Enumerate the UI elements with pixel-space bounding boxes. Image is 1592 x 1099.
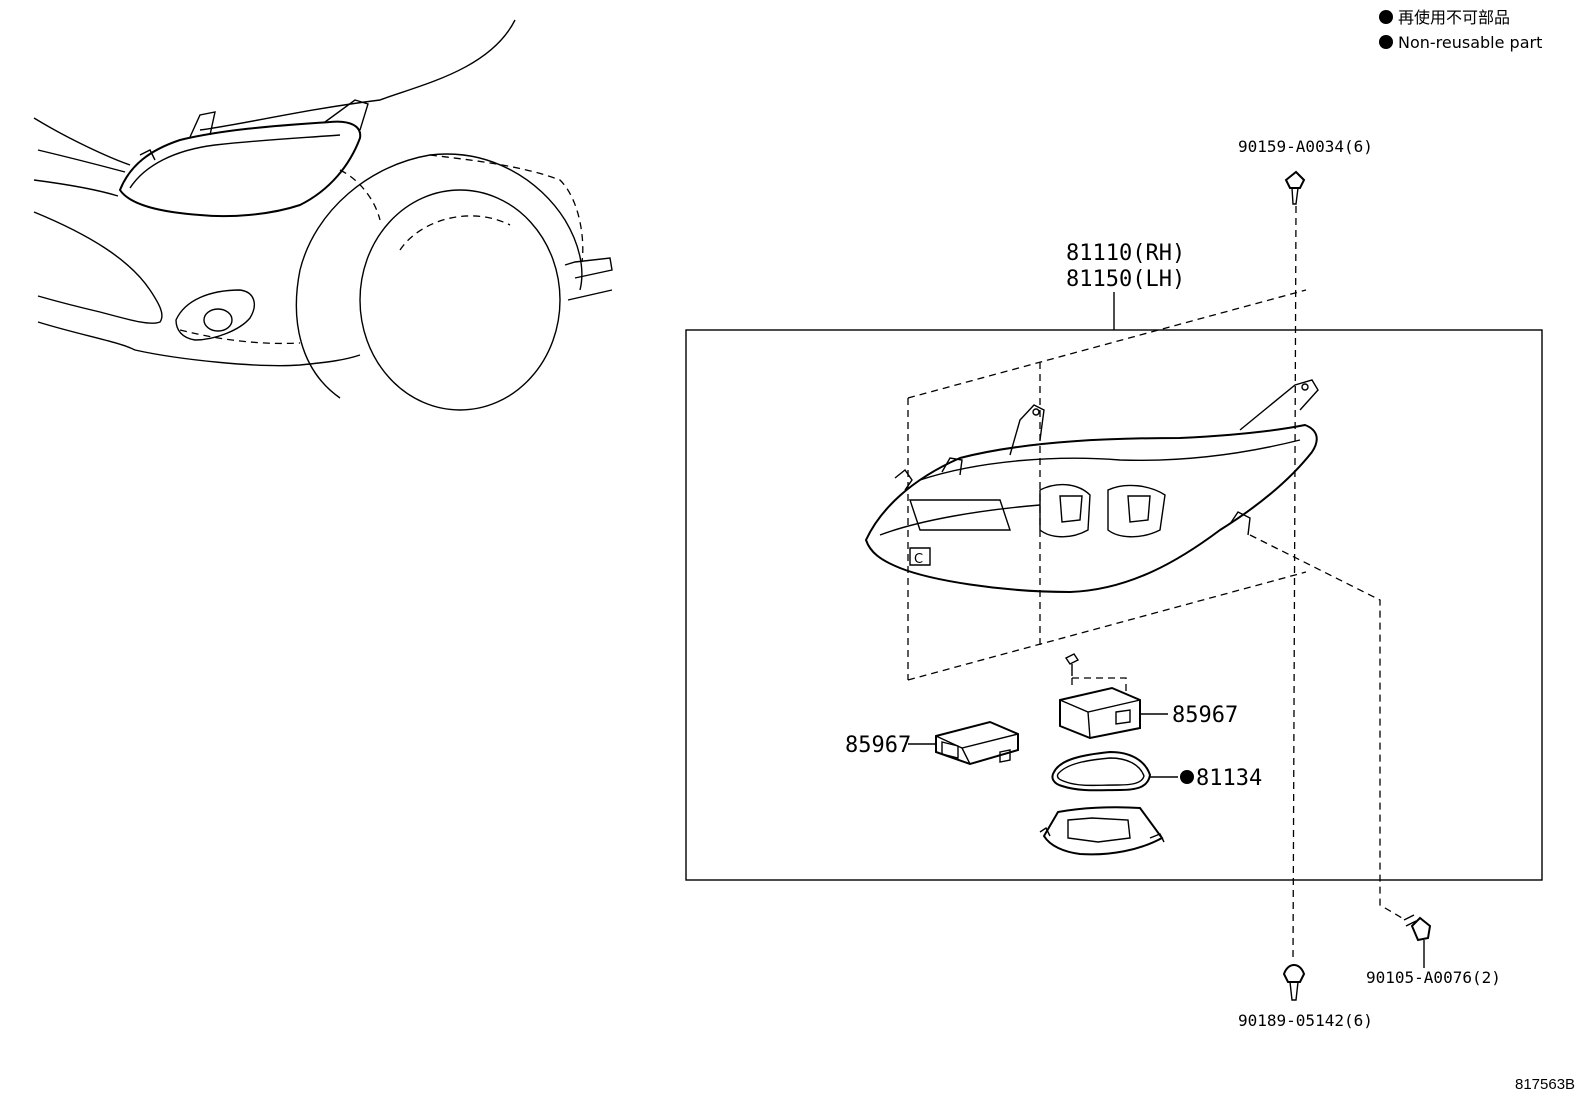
gasket-81134: 81134 (1051, 750, 1262, 792)
figure-id: 817563B (1515, 1076, 1575, 1093)
legend-english: Non-reusable part (1398, 33, 1542, 52)
headlamp-assembly-label: 81110(RH) 81150(LH) (1066, 241, 1185, 330)
headlamp-unit: C (864, 289, 1403, 919)
part-number-85967-upper: 85967 (1172, 703, 1238, 728)
non-reusable-dot-icon (1379, 10, 1393, 24)
legend: 再使用不可部品 Non-reusable part (1379, 8, 1542, 52)
part-number-90159: 90159-A0034(6) (1238, 137, 1373, 156)
non-reusable-dot-icon (1379, 35, 1393, 49)
part-number-81134: 81134 (1196, 766, 1262, 791)
part-number-81150-lh: 81150(LH) (1066, 267, 1185, 292)
bolt-90159: 90159-A0034(6) (1238, 137, 1373, 961)
module-85967-lower: 85967 (845, 720, 1019, 766)
part-number-90105: 90105-A0076(2) (1366, 968, 1501, 987)
assembly-box (685, 329, 1543, 881)
mark-c: C (914, 552, 923, 567)
part-number-81110-rh: 81110(RH) (1066, 241, 1185, 266)
non-reusable-dot-icon (1180, 770, 1194, 784)
part-number-90189: 90189-05142(6) (1238, 1011, 1373, 1030)
screw-small (1064, 653, 1127, 695)
legend-japanese: 再使用不可部品 (1398, 8, 1510, 27)
clip-90189: 90189-05142(6) (1238, 964, 1373, 1030)
module-85967-upper: 85967 (1059, 686, 1238, 740)
vehicle-front-illustration (33, 19, 613, 411)
socket-cover (1039, 806, 1165, 856)
bolt-90105: 90105-A0076(2) (1366, 914, 1501, 987)
part-number-85967-lower: 85967 (845, 733, 911, 758)
